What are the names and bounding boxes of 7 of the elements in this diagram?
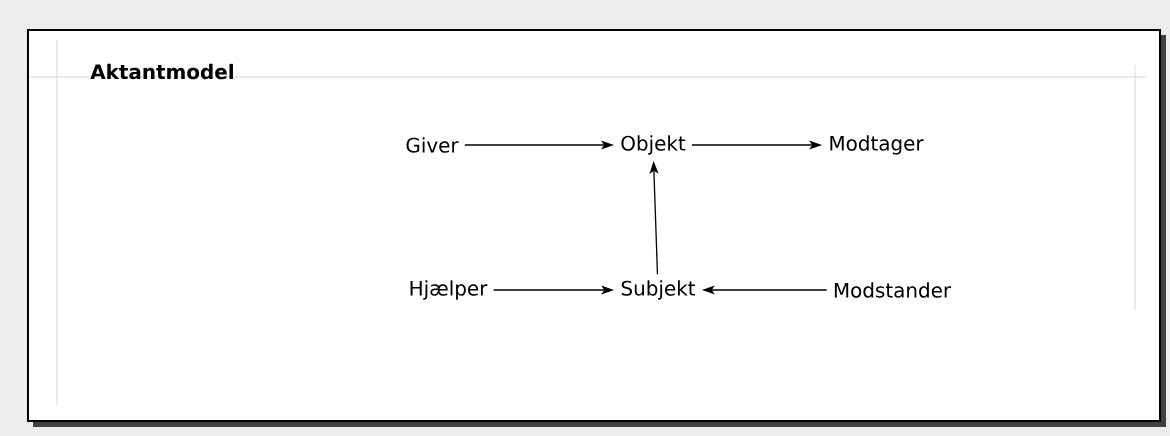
node-label: Modtager [830,135,924,155]
node-label: Objekt [621,135,686,155]
node-label: Modstander [834,282,952,298]
title: Aktantmodel [90,63,233,80]
node-label: Giver [406,137,459,153]
node-label: Hjælper [410,280,488,300]
node-label: Subjekt [621,280,696,300]
